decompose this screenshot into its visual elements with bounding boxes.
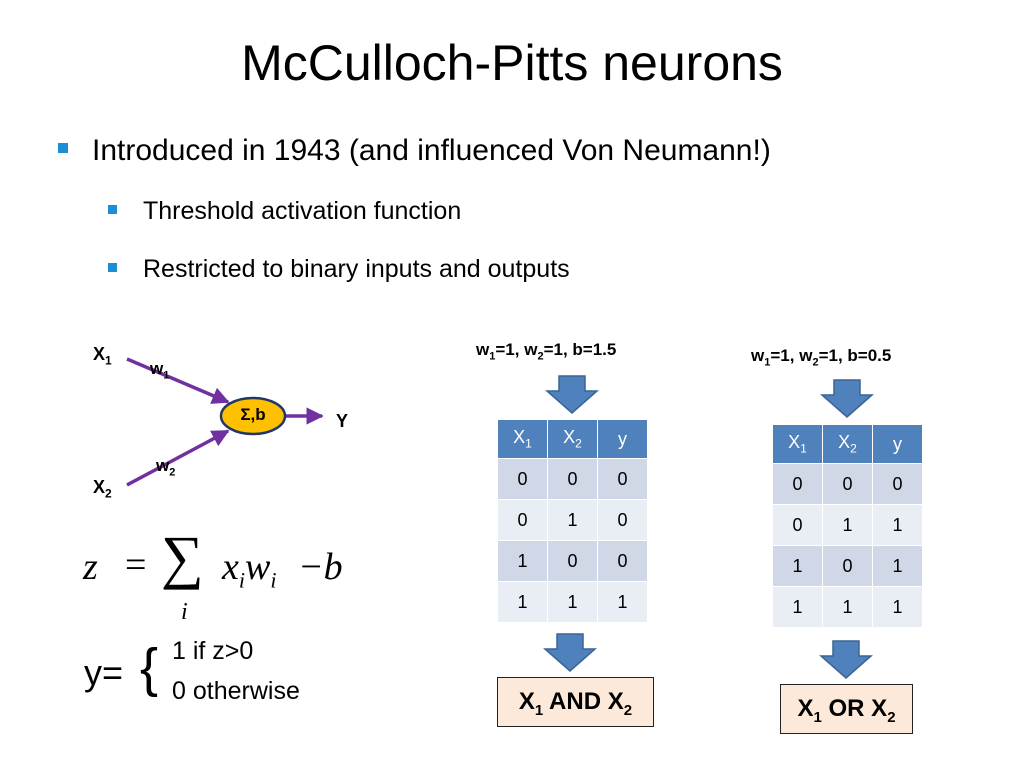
table-cell: 0 [822,463,873,505]
table-cell: 1 [547,499,598,541]
table-cell: 1 [597,581,648,623]
table-cell: 0 [822,545,873,587]
case-positive: 1 if z>0 [172,637,254,665]
down-arrow-icon [819,640,873,679]
table-cell: 1 [772,545,823,587]
z-symbol: z [83,546,98,588]
or-header-x1: X1 [772,424,823,464]
table-cell: 1 [872,504,923,546]
weight-w1-label: w1 [150,359,170,382]
table-cell: 0 [772,504,823,546]
weight-w2-label: w2 [156,456,176,479]
bullet-marker [108,263,117,272]
output-y-label: Y [336,411,349,431]
table-cell: 1 [822,586,873,628]
y-definition: y= [84,652,124,693]
table-cell: 0 [497,458,548,500]
down-arrow-icon [543,633,597,672]
bullet-marker [58,143,68,153]
and-header-x2: X2 [547,419,598,459]
down-arrow-icon [820,379,874,418]
neuron-node [219,396,287,436]
table-cell: 1 [497,540,548,582]
input-edge-2 [126,429,230,487]
bullet-threshold: Threshold activation function [143,197,462,225]
summand: xiwi [222,546,277,593]
bullet-history: Introduced in 1943 (and influenced Von N… [92,134,771,167]
and-header-y: y [597,419,648,459]
table-cell: 1 [822,504,873,546]
table-cell: 1 [872,545,923,587]
table-cell: 0 [597,540,648,582]
down-arrow-icon [545,375,599,414]
or-params: w1=1, w2=1, b=0.5 [751,346,892,369]
table-cell: 0 [772,463,823,505]
or-header-y: y [872,424,923,464]
table-cell: 0 [597,499,648,541]
table-cell: 0 [497,499,548,541]
equals-sign: = [125,544,147,586]
sum-index: i [181,599,188,625]
page-title: McCulloch-Pitts neurons [241,35,783,91]
bullet-binary: Restricted to binary inputs and outputs [143,255,570,283]
or-result-box: X1 OR X2 [780,684,913,734]
or-header-x2: X2 [822,424,873,464]
table-cell: 0 [872,463,923,505]
table-cell: 0 [547,540,598,582]
table-cell: 0 [547,458,598,500]
table-cell: 1 [772,586,823,628]
table-cell: 1 [547,581,598,623]
sigma-symbol: ∑ [161,524,204,590]
input-edge-1 [126,357,230,404]
input-x1-label: X1 [93,344,112,368]
node-label: Σ,b [240,405,266,424]
table-cell: 0 [597,458,648,500]
case-otherwise: 0 otherwise [172,677,300,705]
table-cell: 1 [497,581,548,623]
table-cell: 1 [872,586,923,628]
minus-bias: −b [298,546,343,588]
case-brace: { [140,638,159,698]
bullet-marker [108,205,117,214]
input-x2-label: X2 [93,477,112,501]
and-params: w1=1, w2=1, b=1.5 [476,340,617,363]
and-header-x1: X1 [497,419,548,459]
and-result-box: X1 AND X2 [497,677,654,727]
